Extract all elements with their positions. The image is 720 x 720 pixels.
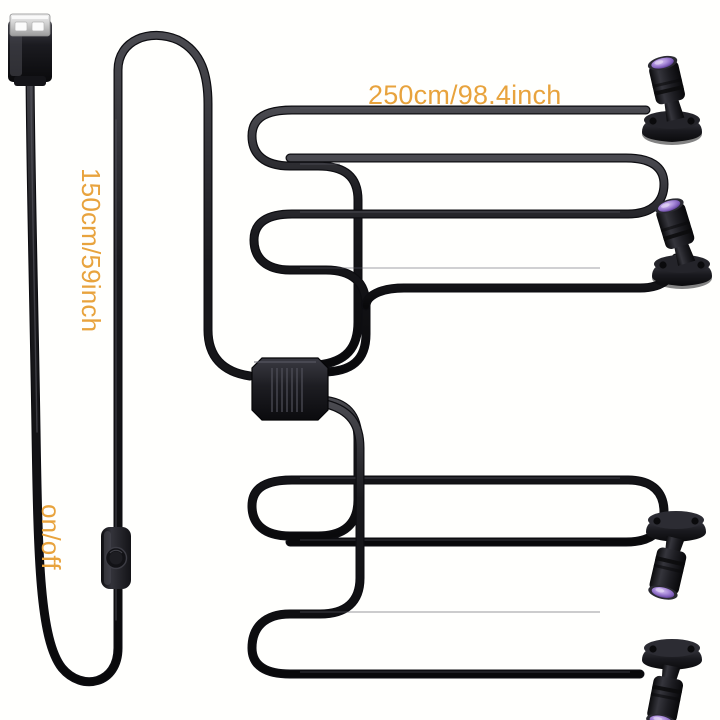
lamp-4	[642, 639, 702, 720]
lamp-1	[642, 55, 702, 145]
power-cable-length-label: 150cm/59inch	[76, 168, 106, 333]
lamp-3	[646, 511, 706, 600]
usb-a-plug	[8, 13, 52, 86]
lamp-cable-length-label: 250cm/98.4inch	[368, 80, 562, 110]
lamp-cable-1	[247, 105, 651, 370]
lamp-cable-3	[247, 395, 669, 547]
four-way-splitter-box	[251, 357, 329, 421]
lamp-cable-2	[249, 153, 681, 377]
switch-label: on/off	[36, 504, 66, 570]
lamp-2	[652, 198, 712, 289]
inline-power-switch[interactable]	[101, 527, 131, 589]
power-cable	[25, 31, 255, 687]
lamp-cable-4	[247, 399, 645, 679]
